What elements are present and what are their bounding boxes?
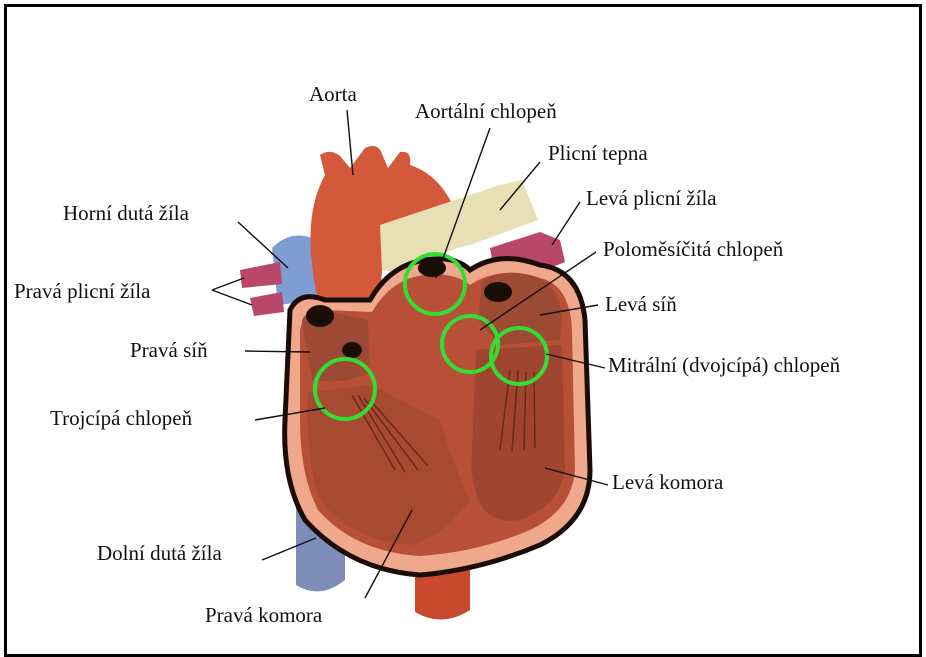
label-left-pulmonary-vein: Levá plicní žíla bbox=[586, 186, 717, 210]
right-pulmonary-vein-lower bbox=[250, 292, 284, 316]
label-tricuspid-valve: Trojcípá chlopeň bbox=[50, 406, 193, 430]
coronary-sinus-opening bbox=[342, 342, 362, 358]
pulmonary-vein-opening bbox=[484, 282, 512, 302]
label-left-ventricle: Levá komora bbox=[612, 470, 724, 494]
label-pulmonary-artery: Plicní tepna bbox=[548, 141, 648, 165]
label-left-atrium: Levá síň bbox=[605, 292, 677, 316]
label-aorta: Aorta bbox=[309, 82, 357, 106]
label-superior-vena-cava: Horní dutá žíla bbox=[63, 201, 190, 225]
label-inferior-vena-cava: Dolní dutá žíla bbox=[97, 541, 222, 565]
label-aortic-valve: Aortální chlopeň bbox=[415, 99, 557, 123]
label-right-atrium: Pravá síň bbox=[130, 338, 208, 362]
label-right-pulmonary-vein: Pravá plicní žíla bbox=[14, 279, 151, 303]
label-right-ventricle: Pravá komora bbox=[205, 603, 323, 627]
right-pulmonary-vein-upper bbox=[240, 262, 282, 288]
svc-opening bbox=[306, 305, 334, 327]
label-mitral-valve: Mitrální (dvojcípá) chlopeň bbox=[608, 353, 841, 377]
label-semilunar-valve: Poloměsíčitá chlopeň bbox=[603, 237, 784, 261]
